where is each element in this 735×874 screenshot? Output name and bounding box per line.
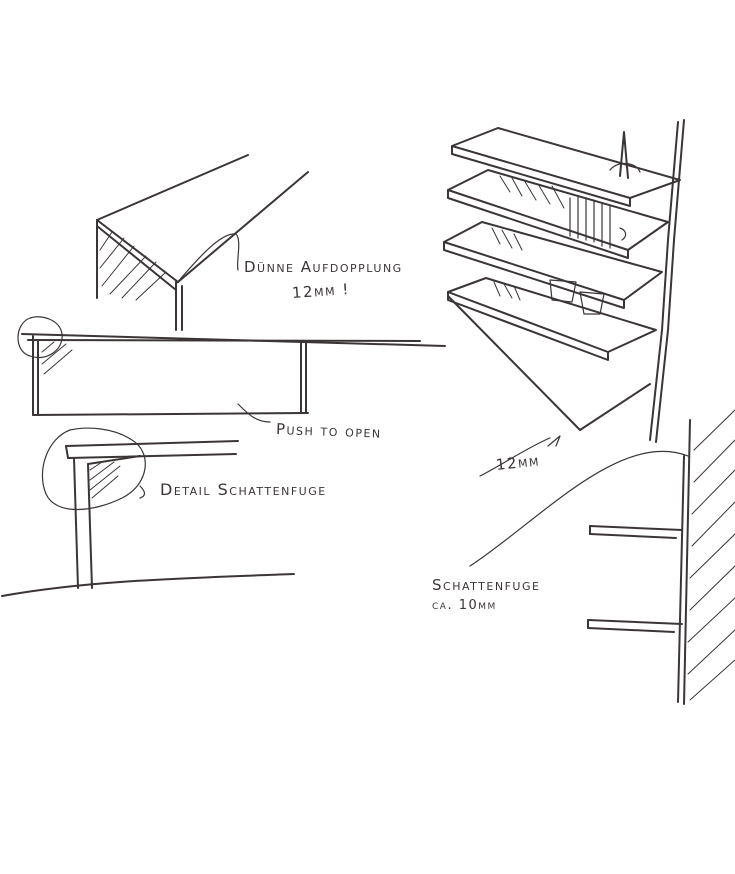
table-corner-sketch	[96, 154, 309, 331]
shadow-gap-size-label: ca. 10mm	[432, 598, 497, 613]
wall-shelf-sketch	[443, 119, 685, 477]
shadow-gap-label: Schattenfuge	[432, 576, 541, 594]
push-to-open-label: Push to open	[275, 420, 382, 442]
cabinet-sketch	[17, 316, 446, 423]
thin-cladding-label: Dünne Aufdopplung	[244, 258, 403, 276]
shadow-gap-detail-sketch	[1, 427, 295, 597]
detail-shadow-gap-label: Detail Schattenfuge	[160, 480, 327, 499]
shadow-gap-section-sketch	[469, 409, 735, 705]
